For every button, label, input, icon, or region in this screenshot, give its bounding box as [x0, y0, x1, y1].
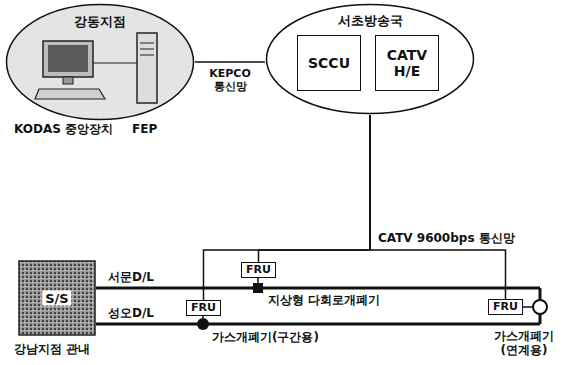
fru-box: FRU — [186, 300, 221, 316]
screen — [48, 45, 88, 72]
server-slot — [140, 49, 154, 50]
node-title: SCCU — [308, 55, 350, 71]
multi-circuit-switch-symbol — [253, 283, 263, 293]
text-label: 지상형 다회로개폐기 — [268, 293, 380, 307]
fru-drop — [257, 278, 259, 283]
text-label: 가스개폐기(구간용) — [212, 330, 319, 344]
node-title: CATV H/E — [379, 47, 435, 79]
server-slot — [140, 43, 154, 44]
node-title: S/S — [42, 291, 71, 306]
text-label: KODAS 중앙장치 — [14, 122, 113, 136]
node-title: 강동지점 — [5, 13, 195, 31]
branch-office-ellipse: 강동지점 — [5, 3, 195, 121]
fep-server — [137, 33, 157, 103]
node-title: 서초방송국 — [265, 12, 475, 30]
fru-drop — [202, 316, 204, 318]
fru-box: FRU — [488, 299, 523, 315]
fru-box: FRU — [241, 262, 276, 278]
sccu-box: SCCU — [297, 35, 361, 91]
broadcast-station-ellipse: 서초방송국 SCCU CATV H/E — [265, 3, 475, 115]
text-label: 성오D/L — [108, 306, 154, 320]
communication-line — [195, 61, 265, 63]
text-label: FEP — [132, 122, 157, 136]
section-switch-symbol — [197, 318, 209, 330]
tie-line — [539, 314, 542, 324]
tie-switch-symbol — [533, 300, 547, 314]
communication-line — [370, 115, 506, 299]
tie-line — [539, 288, 542, 300]
node-title: FRU — [191, 302, 216, 314]
feeder-line — [96, 323, 540, 326]
text-label: 가스개폐기 (연계용) — [488, 329, 560, 358]
server-slot — [140, 55, 154, 56]
substation-box: S/S — [18, 260, 96, 336]
text-label: 강남지점 관내 — [14, 342, 90, 356]
node-title: FRU — [246, 264, 271, 276]
feeder-line — [96, 287, 540, 290]
communication-line — [259, 115, 371, 262]
edge-label: KEPCO 통신망 — [202, 67, 258, 93]
monitor-stand — [63, 77, 73, 84]
headend-box: CATV H/E — [375, 35, 439, 91]
cable — [93, 63, 137, 64]
text-label: CATV 9600bps 통신망 — [378, 231, 515, 245]
node-title: FRU — [493, 301, 518, 313]
substation-fill — [19, 261, 95, 335]
text-label: 서문D/L — [108, 270, 154, 284]
communication-line — [204, 115, 371, 300]
monitor — [43, 41, 93, 77]
keyboard — [35, 89, 105, 99]
